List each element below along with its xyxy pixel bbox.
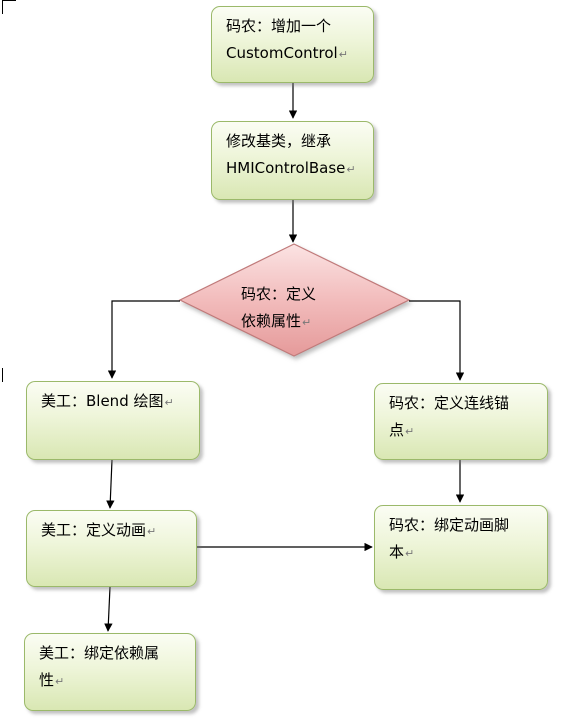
paragraph-mark-icon: ↵ [302, 316, 312, 329]
corner-mark-mid [2, 368, 3, 382]
node-text: 码农：绑定动画脚 [389, 516, 510, 534]
node-text: 码农：定义连线锚 [389, 394, 510, 412]
node-text: HMIControlBase [226, 159, 346, 177]
corner-mark-top [2, 0, 16, 1]
node-coder-bind-animation-script: 码农：绑定动画脚 本↵ [374, 505, 548, 590]
node-text: 美工：Blend 绘图 [41, 392, 164, 410]
paragraph-mark-icon: ↵ [338, 48, 348, 61]
node-text: 点 [389, 421, 405, 439]
edge-decision-to-anchor [409, 300, 465, 381]
paragraph-mark-icon: ↵ [346, 163, 356, 176]
node-text: 美工：定义动画 [41, 521, 147, 539]
node-text: 本 [389, 543, 405, 561]
node-text: 修改基类，继承 [226, 132, 332, 150]
decision-diamond [178, 243, 411, 357]
node-text: 码农：定义 [241, 285, 317, 303]
corner-mark-top-vertical [2, 0, 3, 14]
node-coder-define-anchor: 码农：定义连线锚 点↵ [374, 383, 548, 460]
edge-blend-to-animation [106, 459, 115, 509]
node-designer-blend-draw: 美工：Blend 绘图↵ [26, 381, 200, 460]
node-text: 美工：绑定依赖属 [39, 644, 160, 662]
node-text: 性 [39, 671, 55, 689]
node-designer-bind-dependency: 美工：绑定依赖属 性↵ [24, 633, 196, 711]
edge-decision-to-blend [107, 300, 180, 379]
paragraph-mark-icon: ↵ [164, 396, 174, 409]
paragraph-mark-icon: ↵ [55, 675, 65, 688]
paragraph-mark-icon: ↵ [405, 425, 415, 438]
paragraph-mark-icon: ↵ [405, 547, 415, 560]
node-modify-base-class: 修改基类，继承 HMIControlBase↵ [211, 121, 374, 200]
node-text: 码农：增加一个 [226, 17, 332, 35]
node-coder-add-control: 码农：增加一个 CustomControl↵ [211, 6, 374, 83]
paragraph-mark-icon: ↵ [147, 525, 157, 538]
edge-animation-to-bind-dependency [104, 586, 113, 632]
decision-label: 码农：定义 依赖属性↵ [241, 281, 351, 336]
node-text: CustomControl [226, 44, 338, 62]
node-designer-define-animation: 美工：定义动画↵ [26, 510, 197, 587]
node-text: 依赖属性 [241, 312, 302, 330]
